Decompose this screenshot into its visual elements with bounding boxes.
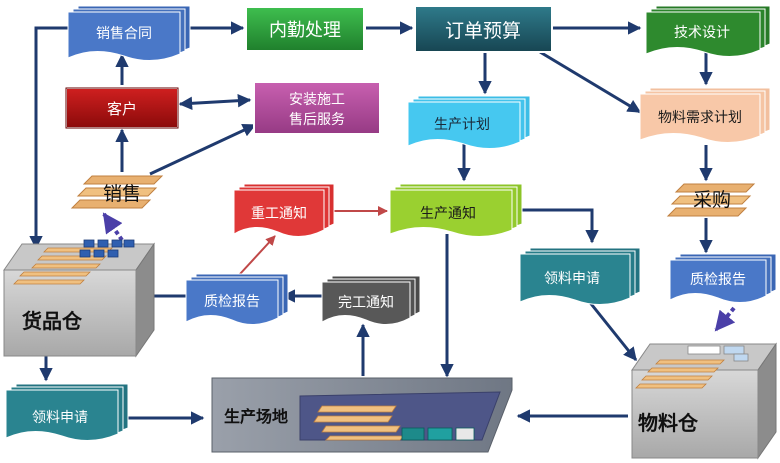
production-site-boxes: [401, 427, 475, 441]
node-completion-notice[interactable]: 完工通知: [321, 275, 421, 325]
arrow-budget-to-mrp: [539, 50, 642, 114]
arrow-sales-to-installation: [149, 123, 257, 176]
node-installation-service[interactable]: 安装施工 售后服务: [253, 81, 381, 135]
node-customer[interactable]: 客户: [65, 87, 179, 129]
node-production-site[interactable]: 生产场地: [211, 377, 513, 453]
order-budget-label: 订单预算: [445, 20, 521, 42]
dotted-arrow-warehouse-to-sales: [102, 212, 124, 242]
material-warehouse-planks: [635, 359, 725, 389]
node-material-warehouse[interactable]: 物料仓: [631, 342, 777, 460]
arrow-qc-to-rework: [239, 235, 276, 275]
production-plan-label: 生产计划: [434, 117, 490, 133]
completion-notice-label: 完工通知: [338, 294, 394, 311]
node-qc-report-right[interactable]: 质检报告: [669, 253, 777, 303]
sales-contract-label: 销售合同: [96, 26, 152, 42]
node-material-requirement-plan[interactable]: 物料需求计划: [639, 87, 771, 143]
node-finished-goods-warehouse[interactable]: 货品仓: [3, 239, 155, 358]
node-rework-notice[interactable]: 重工通知: [233, 183, 335, 237]
node-qc-report-center[interactable]: 质检报告: [185, 273, 289, 325]
dotted-arrow-qc-to-matwh: [714, 306, 736, 332]
production-site-label: 生产场地: [224, 407, 288, 426]
node-material-request-left[interactable]: 领料申请: [5, 383, 129, 441]
arrow-notice-to-request: [522, 208, 599, 244]
node-internal-processing[interactable]: 内勤处理: [245, 6, 365, 52]
node-purchase[interactable]: 采购: [666, 183, 756, 217]
material-warehouse-boxes: [687, 345, 749, 362]
tech-design-label: 技术设计: [674, 25, 730, 41]
qc-report-right-label: 质检报告: [690, 272, 746, 288]
purchase-label: 采购: [693, 189, 731, 211]
material-warehouse-label: 物料仓: [638, 411, 699, 435]
node-order-budget[interactable]: 订单预算: [414, 5, 553, 53]
node-production-notice[interactable]: 生产通知: [389, 183, 523, 237]
arrow-request-to-matwh: [586, 299, 638, 362]
internal-processing-label: 内勤处理: [269, 20, 341, 41]
rework-connectors: [239, 206, 388, 275]
arrow-contract-to-warehouse: [29, 26, 68, 250]
customer-label: 客户: [107, 100, 137, 118]
material-request-right-label: 领料申请: [544, 271, 600, 287]
sales-label: 销售: [103, 183, 141, 205]
node-sales[interactable]: 销售: [70, 175, 164, 209]
material-request-left-label: 领料申请: [32, 410, 88, 426]
node-material-request-right[interactable]: 领料申请: [519, 247, 641, 305]
installation-label: 安装施工: [289, 92, 345, 108]
mrp-label: 物料需求计划: [658, 110, 742, 126]
after-sales-label: 售后服务: [289, 112, 345, 128]
node-production-plan[interactable]: 生产计划: [407, 95, 531, 149]
production-notice-label: 生产通知: [420, 205, 476, 222]
node-sales-contract[interactable]: 销售合同: [67, 5, 191, 61]
node-tech-design[interactable]: 技术设计: [645, 5, 771, 57]
warehouse-blue-boxes: [79, 239, 135, 258]
rework-notice-label: 重工通知: [251, 205, 307, 222]
production-site-planks: [313, 405, 405, 441]
arrow-customer-installation: [178, 93, 252, 111]
finished-goods-warehouse-label: 货品仓: [22, 309, 83, 333]
qc-report-center-label: 质检报告: [204, 294, 260, 310]
